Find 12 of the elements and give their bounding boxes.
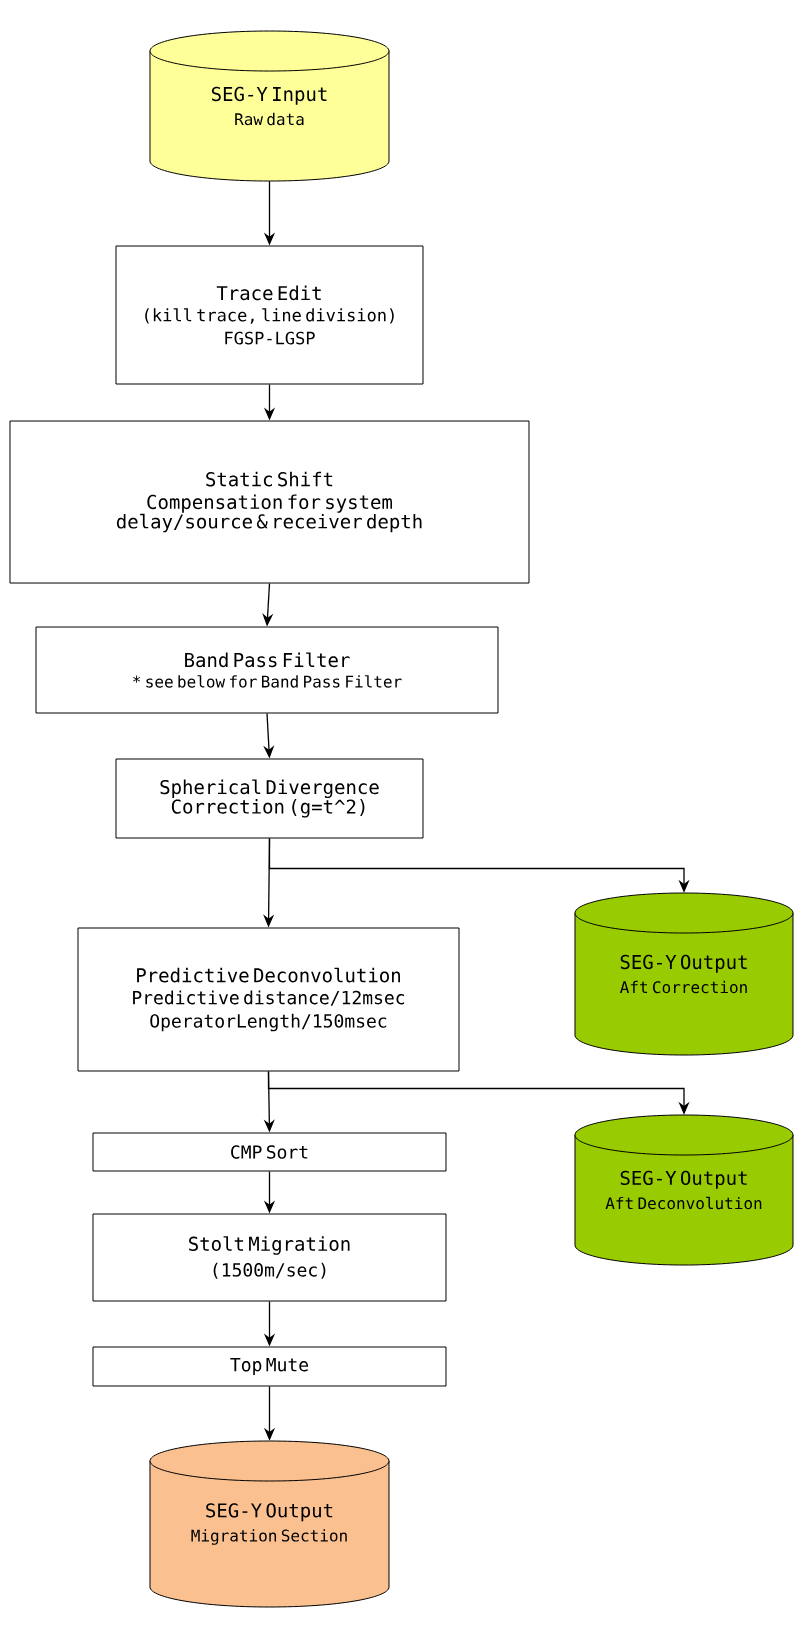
process-box: Band Pass Filter * see below for Band Pass Filter xyxy=(35,626,499,714)
process-box: Stolt Migration (1500m/sec) xyxy=(92,1213,447,1302)
cylinder: SEG-Y Output Aft Correction xyxy=(574,892,794,1056)
process-box: Trace Edit (kill trace, line division) FGSP-LGSP xyxy=(115,245,424,385)
process-box: Predictive Deconvolution Predictive distance/12msec OperatorLength/150msec xyxy=(77,927,460,1072)
process-box: Static Shift Compensation for system delay/source & receiver depth xyxy=(9,420,530,584)
process-box: Spherical Divergence Correction (g=t^2) xyxy=(115,758,424,839)
process-box: CMP Sort xyxy=(92,1132,447,1172)
process-box: Top Mute xyxy=(92,1346,447,1387)
cylinder: SEG-Y Input Raw data xyxy=(149,30,390,182)
cylinder: SEG-Y Output Aft Deconvolution xyxy=(574,1114,794,1266)
cylinder: SEG-Y Output Migration Section xyxy=(149,1440,390,1608)
